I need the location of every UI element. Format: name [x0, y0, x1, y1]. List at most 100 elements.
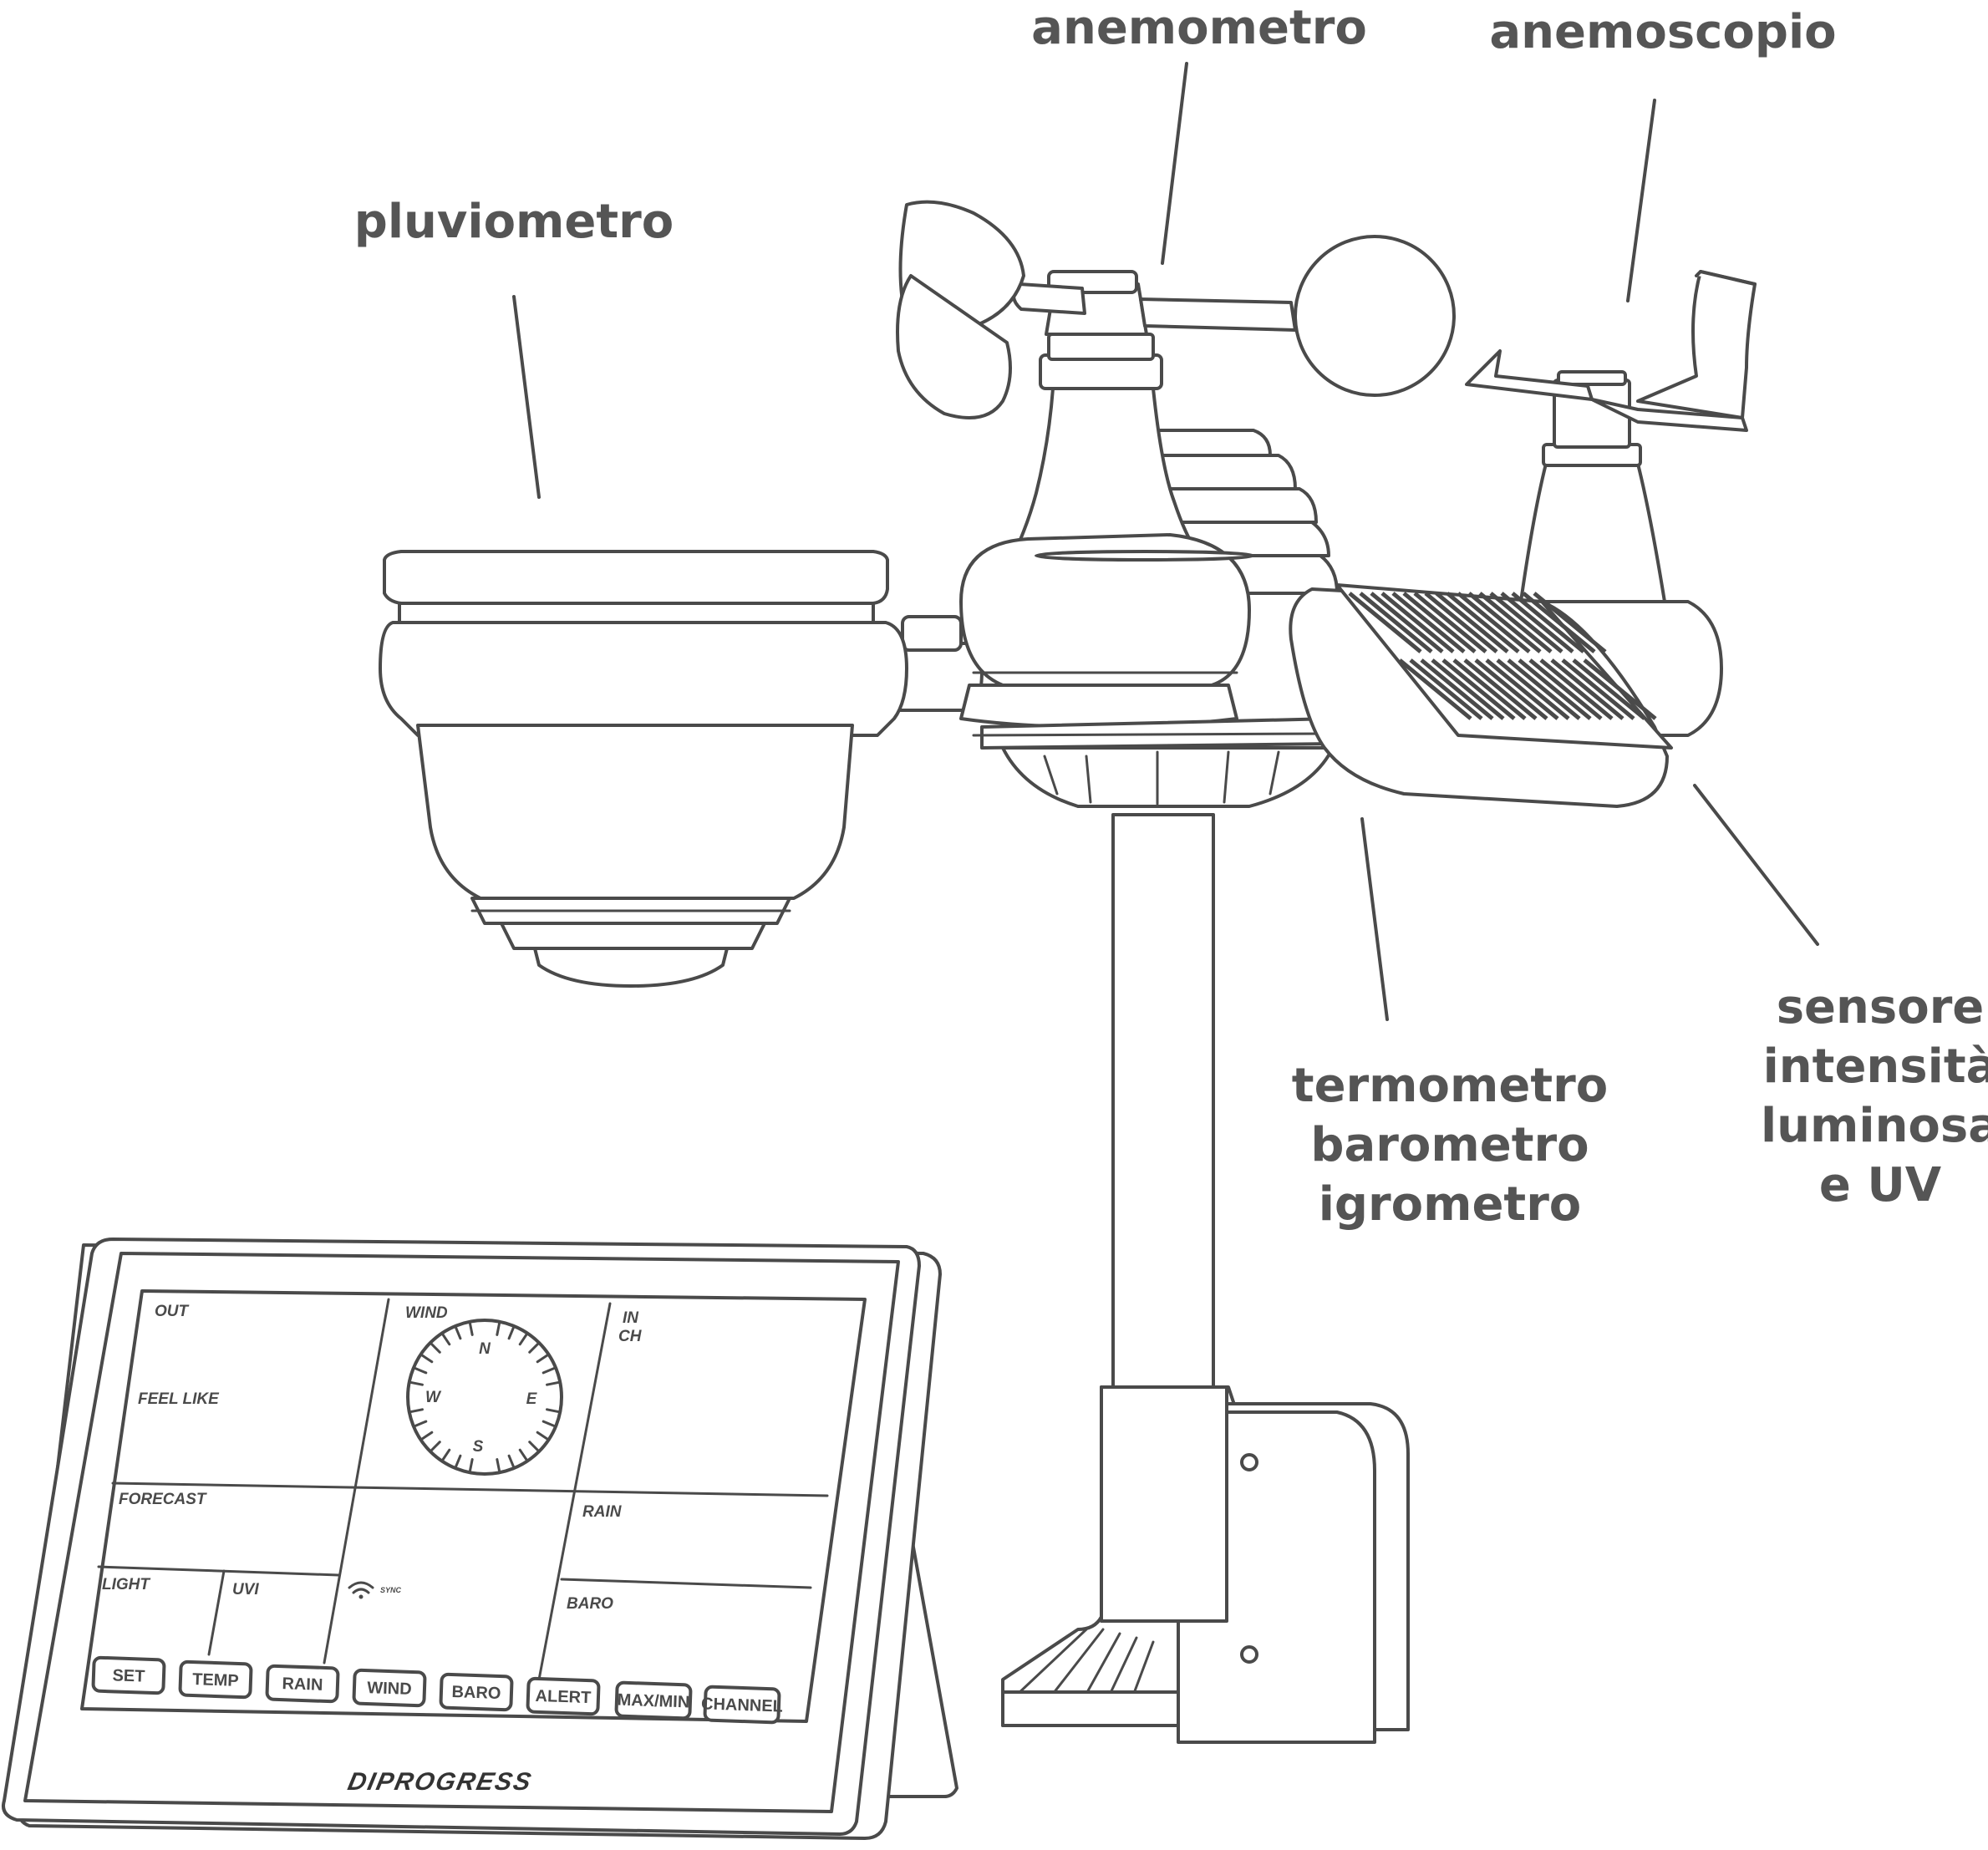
- compass-tick: [454, 1324, 462, 1340]
- solar-cell-line: [1452, 658, 1527, 720]
- console-button-rain[interactable]: RAIN: [265, 1664, 340, 1704]
- label-barometro: barometro: [1310, 1118, 1589, 1172]
- solar-cell-line: [1431, 658, 1505, 720]
- console-buttons: SET TEMP RAIN WIND BARO ALERT MAX/MIN CHANNEL: [91, 1655, 783, 1725]
- solar-cell-line: [1402, 592, 1477, 653]
- compass-tick: [528, 1341, 541, 1354]
- solar-cell-line: [1398, 658, 1472, 720]
- solar-cell-line: [1489, 592, 1563, 653]
- solar-cell-line: [1420, 658, 1494, 720]
- lcd-out: OUT: [155, 1303, 190, 1320]
- label-light-uv: sensore intensità luminosa e UV: [1761, 980, 1988, 1212]
- solar-cell-line: [1435, 592, 1509, 653]
- solar-cell-line: [1391, 592, 1466, 653]
- rain-gauge: [379, 550, 908, 988]
- solar-cell-line: [1424, 592, 1498, 653]
- label-intensita: intensità: [1763, 1039, 1988, 1094]
- solar-cell-line: [1583, 658, 1657, 720]
- console-button-maxmin[interactable]: MAX/MIN: [614, 1680, 693, 1720]
- leader-light: [1693, 784, 1819, 946]
- compass-tick: [536, 1353, 550, 1364]
- label-thb: termometro barometro igrometro: [1292, 1059, 1608, 1232]
- solar-cell-line: [1522, 592, 1596, 653]
- compass-s: S: [473, 1438, 484, 1456]
- leader-thb: [1360, 817, 1389, 1021]
- console-button-channel[interactable]: CHANNEL: [701, 1685, 783, 1725]
- compass-tick: [528, 1441, 541, 1453]
- solar-cell-line: [1500, 592, 1574, 653]
- compass-tick: [496, 1458, 501, 1474]
- console-button-baro[interactable]: BARO: [439, 1672, 514, 1712]
- lcd-in: IN: [623, 1309, 639, 1327]
- console-button-label: RAIN: [282, 1675, 323, 1695]
- console-button-alert[interactable]: ALERT: [526, 1676, 601, 1716]
- label-luminosa: luminosa: [1761, 1099, 1988, 1153]
- solar-cell-line: [1370, 592, 1444, 653]
- lcd-feel-like: FEEL LIKE: [138, 1390, 220, 1408]
- solar-cell-line: [1441, 658, 1516, 720]
- label-anemoscopio: anemoscopio: [1489, 5, 1836, 59]
- sync-icon: [348, 1581, 374, 1599]
- label-igrometro: igrometro: [1319, 1177, 1582, 1232]
- compass-tick: [507, 1454, 516, 1470]
- compass-w: W: [425, 1389, 442, 1406]
- console-button-wind[interactable]: WIND: [352, 1668, 427, 1708]
- lcd-forecast: FORECAST: [119, 1491, 207, 1508]
- compass-tick: [546, 1408, 562, 1414]
- lcd-wind: WIND: [405, 1304, 448, 1322]
- solar-cell-line: [1485, 658, 1559, 720]
- solar-cell-line: [1572, 658, 1646, 720]
- lcd-uvi: UVI: [232, 1581, 259, 1598]
- compass-tick: [419, 1431, 434, 1441]
- label-pluviometro: pluviometro: [354, 195, 674, 249]
- compass-tick: [440, 1332, 451, 1346]
- compass-tick: [408, 1408, 424, 1414]
- solar-cell-line: [1457, 592, 1531, 653]
- leader-anemometro: [1161, 62, 1188, 265]
- wind-vane: [1465, 270, 1757, 432]
- pole: [1111, 813, 1215, 1418]
- console-button-set[interactable]: SET: [91, 1655, 166, 1695]
- lcd-sync: SYNC: [380, 1586, 402, 1594]
- compass-tick: [518, 1448, 529, 1462]
- leader-pluviometro: [512, 295, 541, 499]
- compass-tick: [454, 1454, 462, 1470]
- compass-tick: [507, 1324, 516, 1340]
- solar-cell-line: [1550, 658, 1624, 720]
- label-e-uv: e UV: [1819, 1158, 1942, 1212]
- lcd-screen: [80, 1289, 867, 1723]
- compass-tick: [541, 1366, 557, 1375]
- compass-tick: [412, 1420, 428, 1428]
- console-button-label: BARO: [451, 1683, 501, 1703]
- label-sensore: sensore: [1777, 980, 1985, 1034]
- solar-cell-line: [1380, 592, 1455, 653]
- solar-cell-line: [1518, 658, 1592, 720]
- solar-cell-line: [1446, 592, 1520, 653]
- compass-e: E: [526, 1390, 538, 1408]
- console-button-label: ALERT: [535, 1687, 591, 1707]
- solar-cell-line: [1413, 592, 1487, 653]
- solar-cell-line: [1467, 592, 1542, 653]
- console-button-temp[interactable]: TEMP: [178, 1659, 253, 1700]
- lcd-baro: BARO: [567, 1595, 613, 1613]
- main-sensor-body: [959, 387, 1342, 808]
- solar-cell-line: [1539, 658, 1614, 720]
- compass-tick: [518, 1332, 529, 1346]
- mount-bracket: [1001, 1385, 1410, 1744]
- compass-tick: [541, 1420, 557, 1428]
- compass-tick: [419, 1353, 434, 1364]
- compass-tick: [536, 1431, 550, 1441]
- lcd-rain: RAIN: [582, 1503, 623, 1521]
- solar-cell-line: [1528, 658, 1603, 720]
- console-button-label: TEMP: [192, 1670, 239, 1690]
- solar-cell-line: [1348, 592, 1422, 653]
- compass-tick: [496, 1320, 501, 1336]
- compass-tick: [468, 1320, 474, 1336]
- solar-cell-line: [1409, 658, 1483, 720]
- console-button-label: MAX/MIN: [617, 1690, 689, 1711]
- leader-anemoscopio: [1626, 99, 1656, 302]
- solar-panel: [1289, 583, 1673, 808]
- compass-tick: [546, 1380, 562, 1386]
- compass-n: N: [479, 1340, 491, 1358]
